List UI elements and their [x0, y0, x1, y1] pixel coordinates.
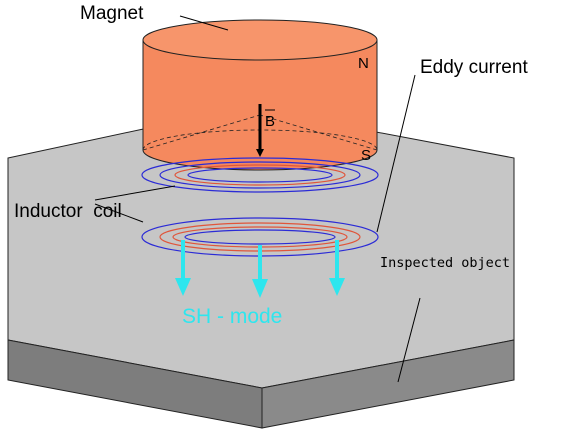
- eddy-current-label: Eddy current: [420, 57, 528, 78]
- pole-north-label: N: [358, 55, 369, 72]
- magnet: B N S: [142, 19, 378, 171]
- magnet-label: Magnet: [80, 3, 144, 24]
- leader-lines: [94, 15, 421, 383]
- inspected-object-label: Inspected object: [380, 255, 510, 271]
- magnet-top-face: [142, 19, 378, 61]
- field-b-label: B: [265, 113, 275, 130]
- inductor-coil-label: Inductor coil: [14, 201, 122, 222]
- sh-mode-label: SH - mode: [182, 305, 282, 328]
- sh-mode-arrows: [175, 240, 345, 298]
- field-line-right: [259, 114, 378, 151]
- pole-south-label: S: [361, 147, 371, 164]
- inductor-coil-upper: [141, 157, 379, 193]
- plate-right-side: [261, 339, 515, 429]
- field-line-left: [142, 114, 261, 151]
